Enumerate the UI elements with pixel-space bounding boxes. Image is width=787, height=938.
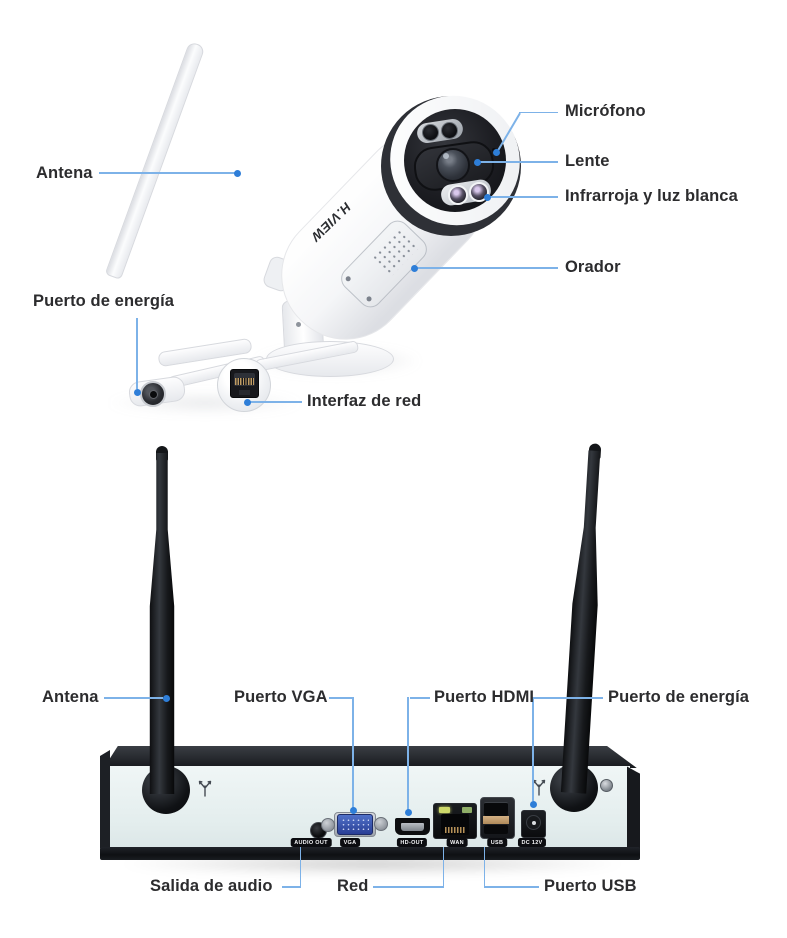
camera-lens [436,148,470,182]
camera-antenna [104,41,206,280]
wan-port [433,803,477,839]
leader-lente [479,161,558,163]
leader-antena-nvr [104,697,163,699]
leader-interfaz-red [250,401,302,403]
rj45-socket [230,369,259,398]
label-puerto-vga: Puerto VGA [234,688,328,706]
leader-dot-orador [410,264,418,272]
port-tag-hdmi: HD-OUT [396,838,428,847]
vga-port [321,811,388,837]
hdmi-slot [401,823,424,831]
lens-glint [443,153,449,159]
leader-dot-antena-cam [234,170,241,177]
label-puerto-energia-nvr: Puerto de energía [608,688,750,706]
label-microfono: Micrófono [565,102,646,120]
rj45-pins-icon [235,378,254,385]
usb-tongue-icon [483,816,509,824]
label-antena-nvr: Antena [42,688,99,706]
leader-dot-microfono [492,148,500,156]
label-infrarroja: Infrarroja y luz blanca [565,187,738,205]
wan-socket [441,814,469,835]
leader-salida-v [299,847,302,887]
nvr-left-edge [100,750,110,851]
leader-dot-hdmi [404,808,412,816]
port-tag-usb: USB [487,838,507,847]
leader-red-v [442,847,445,887]
vga-pins-icon [341,818,369,831]
vga-socket [337,814,373,835]
microphone-icon [441,122,458,139]
vga-screw-icon [321,818,335,832]
panel-screw-icon [600,779,613,792]
port-tag-wan: WAN [446,838,468,847]
leader-salida-h [282,886,301,888]
dc-pin-icon [531,820,536,825]
leader-dot-interfaz-red [243,398,251,406]
vga-screw-icon [374,817,388,831]
label-interfaz-red: Interfaz de red [307,392,422,410]
light-sensor-icon [422,124,439,141]
antenna-rod [560,443,608,794]
panel-screw-icon [365,295,373,303]
leader-hdmi-h [410,697,430,699]
leader-vga-h [329,697,353,699]
dc-power-port [521,810,546,838]
label-red: Red [337,877,369,895]
ir-led-icon [448,185,468,205]
label-puerto-energia-camera: Puerto de energía [33,292,175,310]
leader-energia-nvr-v [532,697,534,801]
port-tag-dc: DC 12V [517,838,547,847]
leader-orador [416,267,558,269]
leader-usb-v [483,847,486,887]
label-antena-camera: Antena [36,164,93,182]
leader-usb-h [484,886,539,888]
label-puerto-hdmi: Puerto HDMI [434,688,535,706]
label-lente: Lente [565,152,610,170]
leader-energia-cam [136,318,138,389]
power-pin-hole [149,390,158,399]
label-puerto-usb: Puerto USB [544,877,637,895]
leader-energia-nvr-h [533,697,603,699]
port-tag-vga: VGA [340,838,360,847]
panel-screw-icon [344,275,352,283]
label-salida-audio: Salida de audio [150,877,273,895]
antenna-symbol-icon [198,780,212,797]
wan-pins-icon [445,827,465,833]
wan-led-icon [462,807,472,813]
hdmi-port [395,818,430,835]
port-tag-audio: AUDIO OUT [290,838,332,847]
leader-dot-infrarroja [483,193,491,201]
antenna-rod [149,452,175,794]
nvr-bottom-strip [100,847,640,860]
leader-antena-cam [99,172,235,174]
rj45-clip [239,390,250,395]
leader-dot-vga [349,806,357,814]
mount-screw-icon [296,322,301,327]
nvr-antenna-left [149,446,175,794]
leader-infrarroja [489,196,558,198]
nvr-right-edge [627,766,640,852]
leader-dot-energia-nvr [529,800,537,808]
usb-opening-top [484,802,508,816]
leader-red-h [373,886,444,888]
leader-dot-antena-nvr [162,694,170,702]
leader-microfono-h [519,111,558,114]
nvr-top-panel [103,746,637,768]
leader-dot-energia-cam [133,388,141,396]
leader-hdmi-v [407,697,409,810]
label-orador: Orador [565,258,621,276]
leader-dot-lente [473,158,481,166]
nvr-antenna-right [560,443,608,794]
usb-opening-bottom [484,825,508,834]
wan-led-icon [439,807,450,813]
leader-vga-v [352,697,354,808]
usb-port [480,797,515,839]
